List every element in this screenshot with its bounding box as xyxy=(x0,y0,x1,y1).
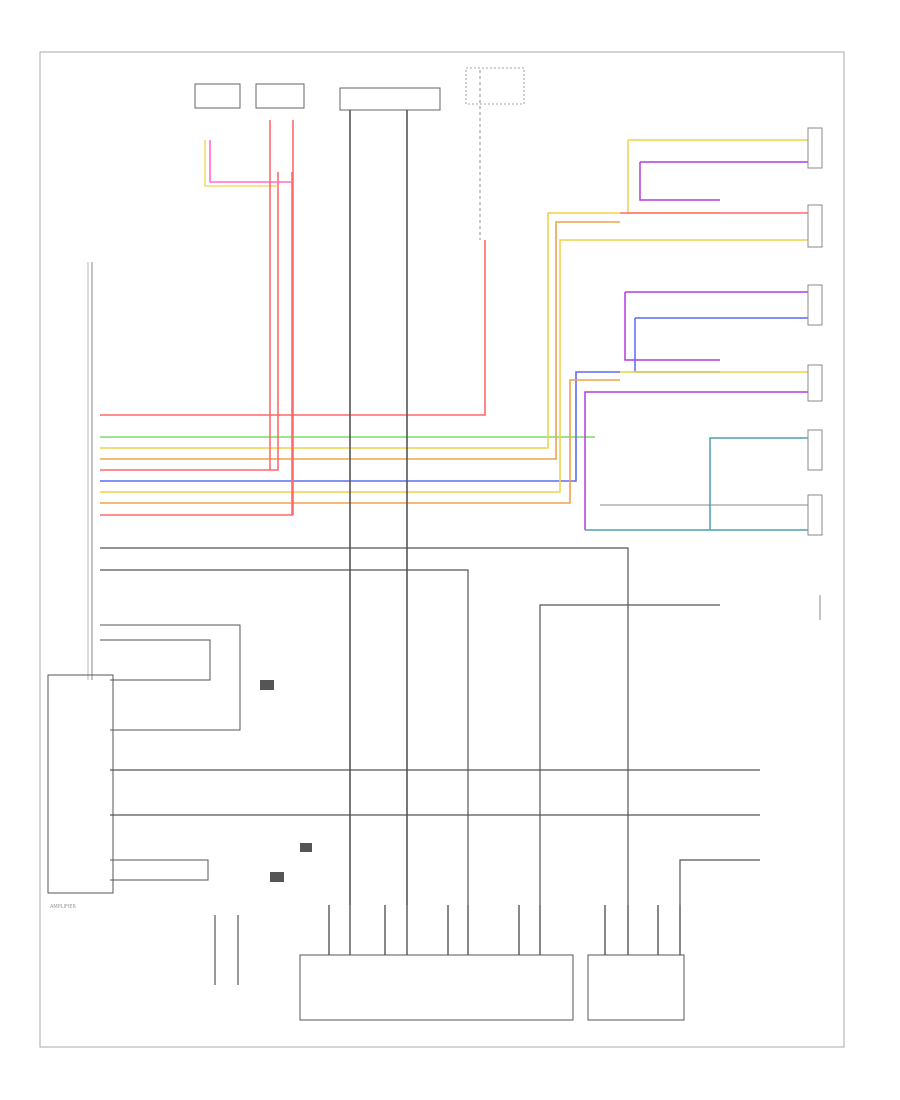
wire-black-right xyxy=(539,604,720,905)
wire-purple-rr xyxy=(624,292,720,361)
wire-teal-1 xyxy=(709,437,808,530)
ground-symbol-3 xyxy=(300,843,312,852)
wire-red-2 xyxy=(100,172,279,471)
head-unit-connector xyxy=(339,87,441,111)
right-rear-tweeter-connector xyxy=(255,83,305,109)
wire-red-1 xyxy=(100,240,486,416)
fuse-block xyxy=(465,67,525,105)
bottom-right-module xyxy=(587,954,685,1021)
ground-symbol-2 xyxy=(270,872,284,882)
amplifier-box xyxy=(47,674,114,894)
wire-black-bottom xyxy=(110,859,209,881)
wire-pink-top xyxy=(209,140,292,183)
wire-black-h5 xyxy=(679,859,760,905)
speaker-right-front-2 xyxy=(807,204,823,248)
left-rear-tweeter-connector xyxy=(194,83,241,109)
wire-yellow-top xyxy=(204,140,278,187)
speaker-center xyxy=(807,494,823,536)
wire-black-loop xyxy=(100,624,241,731)
amplifier-label: AMPLIFIER xyxy=(50,904,77,910)
bottom-connector-posts xyxy=(328,905,681,955)
diagram-frame xyxy=(39,51,845,1048)
speaker-right-front-1 xyxy=(807,127,823,169)
wire-blue xyxy=(100,371,620,482)
wire-orange xyxy=(100,221,620,460)
wire-orange-2 xyxy=(100,379,620,504)
wire-blue-rr xyxy=(634,318,720,373)
wire-red-3 xyxy=(100,172,293,516)
speaker-tweeter-right xyxy=(807,429,823,471)
wire-purple-rr-2 xyxy=(584,391,808,530)
ground-symbol-1 xyxy=(260,680,274,690)
wire-purple-rf xyxy=(639,162,720,201)
speaker-right-rear-1 xyxy=(807,284,823,326)
bottom-switch-group xyxy=(299,954,574,1021)
wire-black-h1 xyxy=(100,547,629,905)
wire-black-h2 xyxy=(100,569,469,905)
speaker-right-rear-2 xyxy=(807,364,823,402)
wire-yellow xyxy=(100,212,620,449)
wire-black-loop-2 xyxy=(100,639,211,681)
wire-yellow-rf xyxy=(627,140,720,214)
wire-yellow-2 xyxy=(100,239,620,493)
